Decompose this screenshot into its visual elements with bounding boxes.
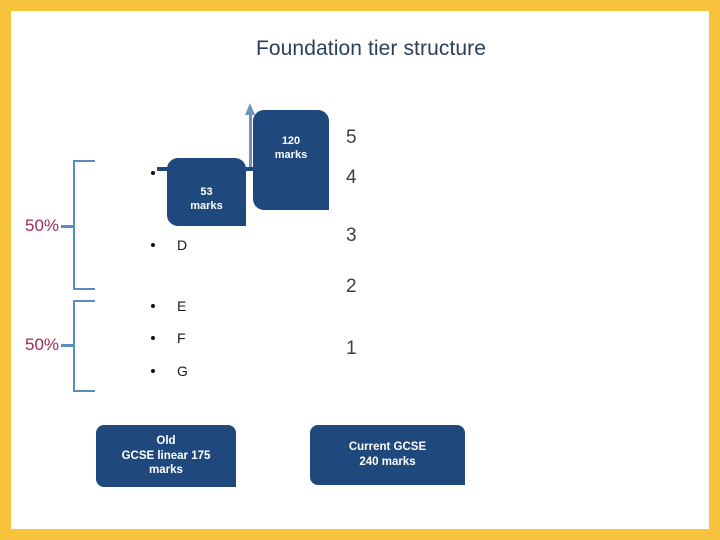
- marks-box-53: 53 marks: [167, 158, 246, 226]
- list-item: G: [151, 363, 188, 379]
- grade-number-1: 1: [346, 338, 357, 359]
- brace-upper: [73, 160, 95, 290]
- brace-upper-tick: [61, 225, 75, 228]
- legend-box-old-gcse-line3: marks: [149, 464, 183, 477]
- brace-lower: [73, 300, 95, 392]
- marks-box-120-value: 120: [281, 134, 301, 147]
- bullet-icon: [151, 171, 155, 175]
- list-item-label: F: [177, 330, 186, 346]
- legend-box-current-gcse-line2: 240 marks: [359, 456, 416, 468]
- grade-number-5: 5: [346, 127, 357, 148]
- slide-border-top: [0, 0, 720, 11]
- bullet-icon: [151, 336, 155, 340]
- bullet-icon: [151, 304, 155, 308]
- grade-number-4: 4: [346, 167, 357, 188]
- slide-border-bottom: [0, 529, 720, 540]
- brace-lower-tick: [61, 344, 75, 347]
- legend-box-current-gcse-line1: Current GCSE: [348, 441, 427, 454]
- grade-number-2: 2: [346, 276, 357, 297]
- list-item-label: E: [177, 298, 187, 314]
- list-item: D: [151, 237, 187, 253]
- list-item-label: G: [177, 363, 188, 379]
- percent-label-upper: 50%: [25, 216, 60, 235]
- bullet-icon: [151, 243, 155, 247]
- connector-dash-left: [157, 167, 170, 171]
- marks-box-53-value: 53: [200, 185, 213, 198]
- up-arrow-shaft-icon: [249, 115, 252, 167]
- list-item-label: D: [177, 237, 188, 253]
- percent-label-lower: 50%: [25, 335, 60, 354]
- legend-box-old-gcse-line1: Old: [156, 434, 176, 447]
- legend-box-current-gcse: Current GCSE 240 marks: [310, 425, 465, 485]
- marks-box-53-unit: marks: [190, 200, 223, 212]
- grade-number-3: 3: [346, 225, 357, 246]
- slide-border-right: [709, 0, 720, 540]
- legend-box-old-gcse-line2: GCSE linear 175: [121, 449, 211, 462]
- slide-content-area: Foundation tier structure 50% 50% D E F …: [11, 11, 709, 529]
- marks-box-120-unit: marks: [274, 149, 308, 161]
- legend-box-old-gcse: Old GCSE linear 175 marks: [96, 425, 236, 487]
- list-item: [151, 171, 185, 175]
- list-item: F: [151, 330, 186, 346]
- bullet-icon: [151, 369, 155, 373]
- slide-border-left: [0, 0, 11, 540]
- page-title: Foundation tier structure: [255, 37, 487, 60]
- marks-box-120: 120 marks: [253, 110, 329, 210]
- list-item: E: [151, 298, 186, 314]
- up-arrow-icon: [245, 103, 255, 115]
